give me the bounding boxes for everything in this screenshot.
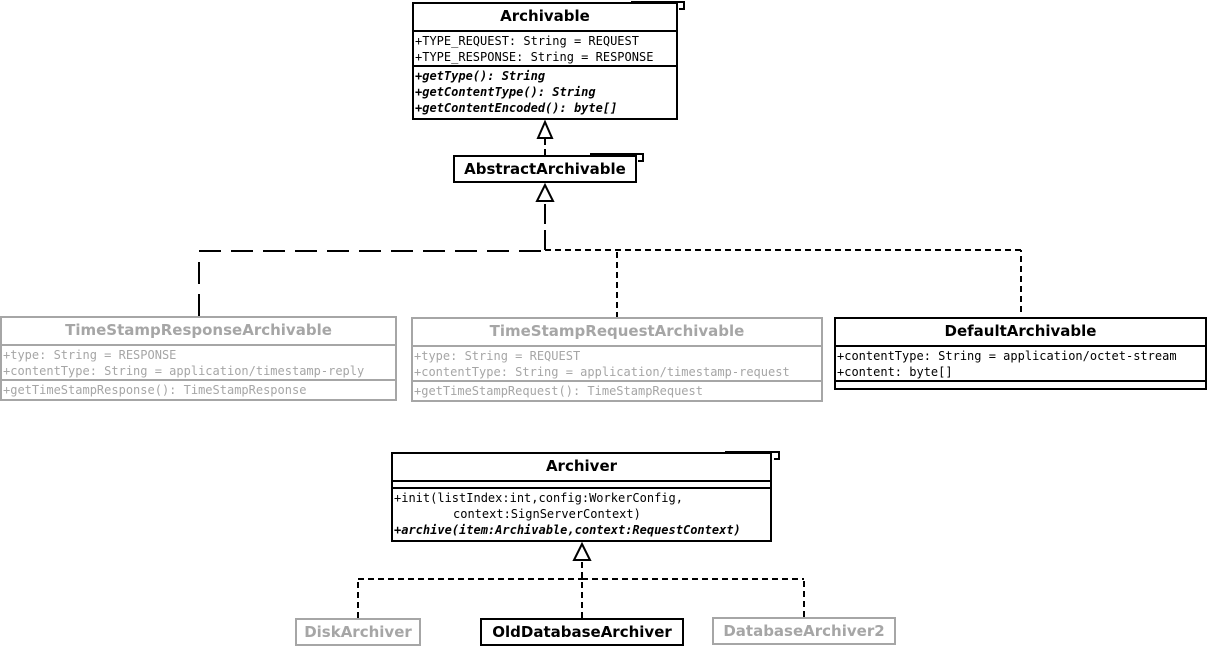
class-old-database-archiver[interactable]: OldDatabaseArchiver (480, 618, 684, 646)
operation-continuation: context:SignServerContext) (453, 507, 641, 521)
operations-compartment (836, 380, 1205, 387)
class-default-archivable[interactable]: DefaultArchivable +contentType: String =… (834, 317, 1207, 390)
operations-compartment: +getType(): String +getContentType(): St… (414, 65, 676, 116)
archiver-arrowhead (572, 541, 592, 561)
attributes-compartment (393, 480, 770, 487)
class-archivable[interactable]: Archivable +TYPE_REQUEST: String = REQUE… (412, 2, 678, 120)
class-disk-archiver[interactable]: DiskArchiver (295, 618, 421, 646)
class-name: DatabaseArchiver2 (723, 622, 885, 640)
class-name: DiskArchiver (304, 623, 412, 641)
class-name: DefaultArchivable (944, 322, 1097, 340)
class-archiver[interactable]: Archiver +init(listIndex:int,config:Work… (391, 452, 772, 542)
attributes-compartment: +contentType: String = application/octet… (836, 345, 1205, 380)
operation: +getTimeStampResponse(): TimeStampRespon… (3, 383, 307, 397)
class-name: AbstractArchivable (464, 160, 626, 178)
realization-arrowhead (536, 119, 554, 139)
attribute: +type: String = RESPONSE (3, 348, 177, 362)
attribute: +contentType: String = application/octet… (837, 349, 1177, 363)
operation: +getContentType(): String (415, 85, 596, 99)
operation: +init(listIndex:int,config:WorkerConfig, (394, 491, 683, 505)
operation: +getTimeStampRequest(): TimeStampRequest (414, 384, 703, 398)
attribute: +TYPE_REQUEST: String = REQUEST (415, 34, 639, 48)
operation: +archive(item:Archivable,context:Request… (394, 523, 741, 537)
generalization-arrowhead (535, 182, 555, 202)
class-abstract-archivable[interactable]: AbstractArchivable (453, 155, 637, 183)
attribute: +TYPE_RESPONSE: String = RESPONSE (415, 50, 654, 64)
operation: +getContentEncoded(): byte[] (415, 101, 618, 115)
class-name: TimeStampResponseArchivable (65, 321, 332, 339)
operations-compartment: +getTimeStampResponse(): TimeStampRespon… (2, 379, 395, 398)
class-timestamp-request-archivable[interactable]: TimeStampRequestArchivable +type: String… (411, 317, 823, 402)
attribute: +contentType: String = application/times… (3, 364, 365, 378)
attributes-compartment: +type: String = REQUEST +contentType: St… (413, 345, 821, 380)
class-timestamp-response-archivable[interactable]: TimeStampResponseArchivable +type: Strin… (0, 316, 397, 401)
attribute: +content: byte[] (837, 365, 953, 379)
attribute: +contentType: String = application/times… (414, 365, 790, 379)
attribute: +type: String = REQUEST (414, 349, 581, 363)
class-name: Archivable (500, 7, 590, 25)
class-database-archiver2[interactable]: DatabaseArchiver2 (712, 617, 896, 645)
operation: +getType(): String (415, 69, 546, 83)
attributes-compartment: +type: String = RESPONSE +contentType: S… (2, 344, 395, 379)
operations-compartment: +init(listIndex:int,config:WorkerConfig,… (393, 487, 770, 538)
operations-compartment: +getTimeStampRequest(): TimeStampRequest (413, 380, 821, 399)
class-name: OldDatabaseArchiver (492, 623, 672, 641)
class-name: TimeStampRequestArchivable (489, 322, 745, 340)
attributes-compartment: +TYPE_REQUEST: String = REQUEST +TYPE_RE… (414, 30, 676, 65)
class-name: Archiver (545, 457, 618, 475)
